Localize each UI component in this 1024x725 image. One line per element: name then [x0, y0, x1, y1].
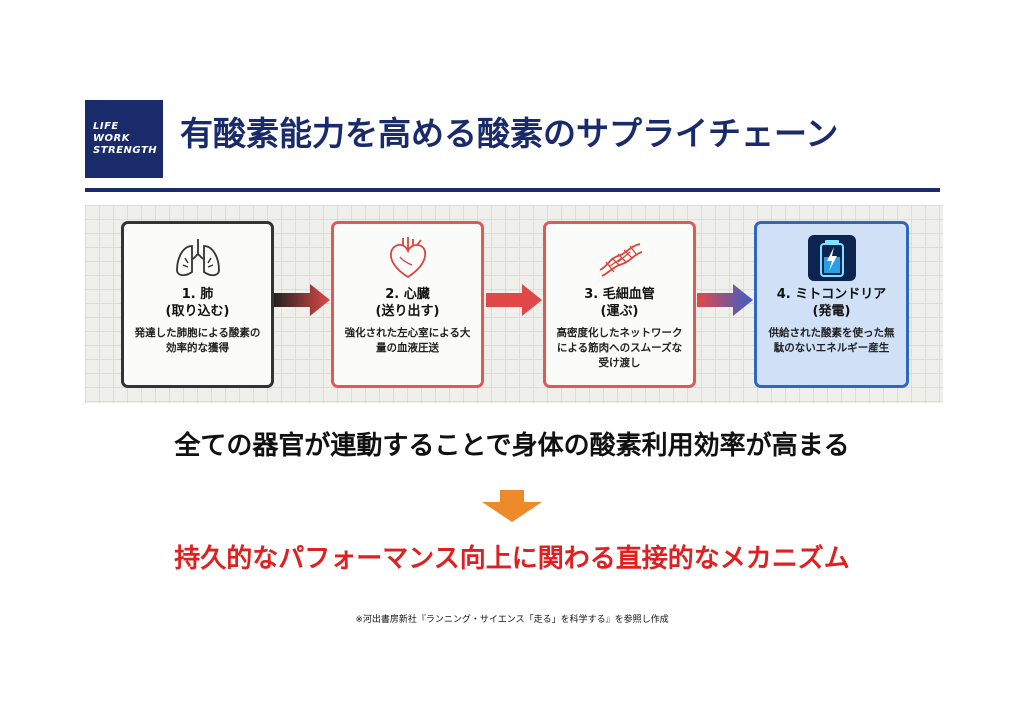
capillary-icon: [596, 234, 644, 282]
page-title: 有酸素能力を高める酸素のサプライチェーン: [180, 114, 839, 153]
heart-icon: [385, 234, 431, 282]
step-subtitle: (運ぶ): [600, 304, 639, 319]
step-title: 1. 肺: [181, 287, 214, 302]
step-card-mitochondria: 4. ミトコンドリア (発電) 供給された酸素を使った無駄のないエネルギー産生: [754, 221, 909, 388]
brand-logo: LIFE WORK STRENGTH: [85, 100, 163, 178]
step-title: 2. 心臓: [385, 287, 430, 302]
step-subtitle: (取り込む): [165, 304, 230, 319]
logo-line-1: LIFE: [93, 121, 119, 132]
conclusion: 持久的なパフォーマンス向上に関わる直接的なメカニズム: [174, 544, 850, 574]
step-description: 供給された酸素を使った無駄のないエネルギー産生: [768, 327, 895, 354]
step-card-heart: 2. 心臓 (送り出す) 強化された左心室による大量の血液圧送: [331, 221, 484, 388]
step-description: 強化された左心室による大量の血液圧送: [344, 327, 471, 354]
logo-line-2: WORK: [93, 133, 130, 144]
source-note: ※河出書房新社『ランニング・サイエンス「走る」を科学する』を参照し作成: [355, 615, 669, 625]
step-card-capillaries: 3. 毛細血管 (運ぶ) 高密度化したネットワークによる筋肉へのスムーズな受け渡…: [543, 221, 696, 388]
down-arrow-icon: [482, 490, 542, 522]
step-description: 高密度化したネットワークによる筋肉へのスムーズな受け渡し: [556, 327, 683, 369]
step-subtitle: (発電): [812, 304, 851, 319]
step-card-lungs: 1. 肺 (取り込む) 発達した肺胞による酸素の効率的な獲得: [121, 221, 274, 388]
flow-arrow-3: [697, 284, 753, 316]
battery-icon: [807, 234, 856, 282]
logo-line-3: STRENGTH: [93, 145, 158, 156]
tagline: 全ての器官が連動することで身体の酸素利用効率が高まる: [174, 431, 850, 461]
flow-arrow-2: [486, 284, 542, 316]
lungs-icon: [173, 234, 223, 282]
step-title: 4. ミトコンドリア: [776, 287, 887, 302]
step-subtitle: (送り出す): [375, 304, 440, 319]
title-divider: [85, 188, 940, 192]
step-description: 発達した肺胞による酸素の効率的な獲得: [134, 327, 261, 354]
step-title: 3. 毛細血管: [584, 287, 655, 302]
flow-arrow-1: [274, 284, 330, 316]
